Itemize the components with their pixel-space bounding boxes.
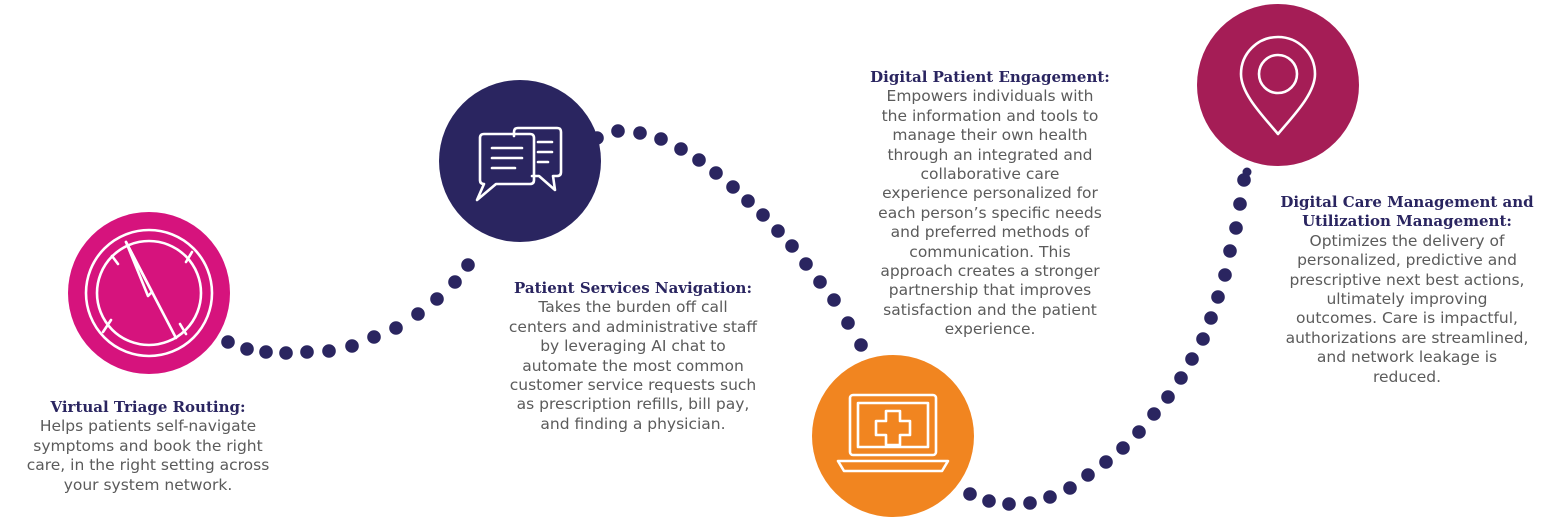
path-dot [1023, 496, 1037, 510]
stage-1-text: Virtual Triage Routing: Helps patients s… [0, 398, 296, 495]
path-dot [279, 346, 293, 360]
path-dot [1161, 390, 1175, 404]
path-dot [963, 487, 977, 501]
path-dot [259, 345, 273, 359]
path-dot [1116, 441, 1130, 455]
path-dot [1196, 332, 1210, 346]
path-dot [674, 142, 688, 156]
path-dot [827, 293, 841, 307]
path-dot [1233, 197, 1247, 211]
path-dot [741, 194, 755, 208]
stage-3-description: Empowers individuals with the informatio… [878, 87, 1102, 339]
path-dot [430, 292, 444, 306]
path-dot [1063, 481, 1077, 495]
stage-1-description: Helps patients self-navigate symptoms an… [26, 417, 270, 494]
path-dot [771, 224, 785, 238]
path-dot [1081, 468, 1095, 482]
stage-2-description: Takes the burden off call centers and ad… [508, 298, 758, 433]
stage-4-icon-circle [1197, 4, 1359, 166]
path-dot [345, 339, 359, 353]
path-dot [221, 335, 235, 349]
path-dot [1223, 244, 1237, 258]
path-dot [1237, 173, 1251, 187]
laptop-medical-cross-icon [836, 393, 950, 473]
path-dot [611, 124, 625, 138]
path-dot [1185, 352, 1199, 366]
path-dot [322, 344, 336, 358]
path-dot [1043, 490, 1057, 504]
path-dot [785, 239, 799, 253]
path-dot [1218, 268, 1232, 282]
path-dot [1174, 371, 1188, 385]
path-dot [692, 153, 706, 167]
path-dot [813, 275, 827, 289]
path-dot [1204, 311, 1218, 325]
path-dot [240, 342, 254, 356]
path-dot [1242, 167, 1252, 177]
stage-1-title: Virtual Triage Routing: [50, 398, 246, 416]
stage-3-text: Digital Patient Engagement: Empowers ind… [854, 68, 1126, 340]
path-dot [411, 307, 425, 321]
path-dot [389, 321, 403, 335]
path-dot [654, 132, 668, 146]
compass-icon [84, 228, 214, 358]
path-dot [841, 316, 855, 330]
path-dot [367, 330, 381, 344]
stage-1-icon-circle [68, 212, 230, 374]
location-pin-icon [1239, 35, 1317, 136]
path-dot [633, 126, 647, 140]
path-dot [854, 338, 868, 352]
path-dot [1132, 425, 1146, 439]
path-dot [799, 257, 813, 271]
path-dot [1099, 455, 1113, 469]
path-dot [300, 345, 314, 359]
path-dot [726, 180, 740, 194]
stage-2-title: Patient Services Navigation: [514, 279, 752, 297]
path-dot [448, 275, 462, 289]
stage-4-description: Optimizes the delivery of personalized, … [1285, 231, 1529, 386]
path-dot [756, 208, 770, 222]
path-dot [1211, 290, 1225, 304]
stage-2-text: Patient Services Navigation: Takes the b… [488, 279, 778, 434]
path-dot [982, 494, 996, 508]
stage-4-title: Digital Care Management and Utilization … [1280, 193, 1534, 231]
chat-bubbles-icon [475, 126, 563, 202]
stage-4-text: Digital Care Management and Utilization … [1262, 193, 1552, 387]
path-dot [709, 166, 723, 180]
stage-3-title: Digital Patient Engagement: [870, 68, 1110, 86]
path-dot [1002, 497, 1016, 511]
path-dot [461, 258, 475, 272]
path-dot [1229, 221, 1243, 235]
stage-3-icon-circle [812, 355, 974, 517]
stage-2-icon-circle [439, 80, 601, 242]
path-dot [1147, 407, 1161, 421]
